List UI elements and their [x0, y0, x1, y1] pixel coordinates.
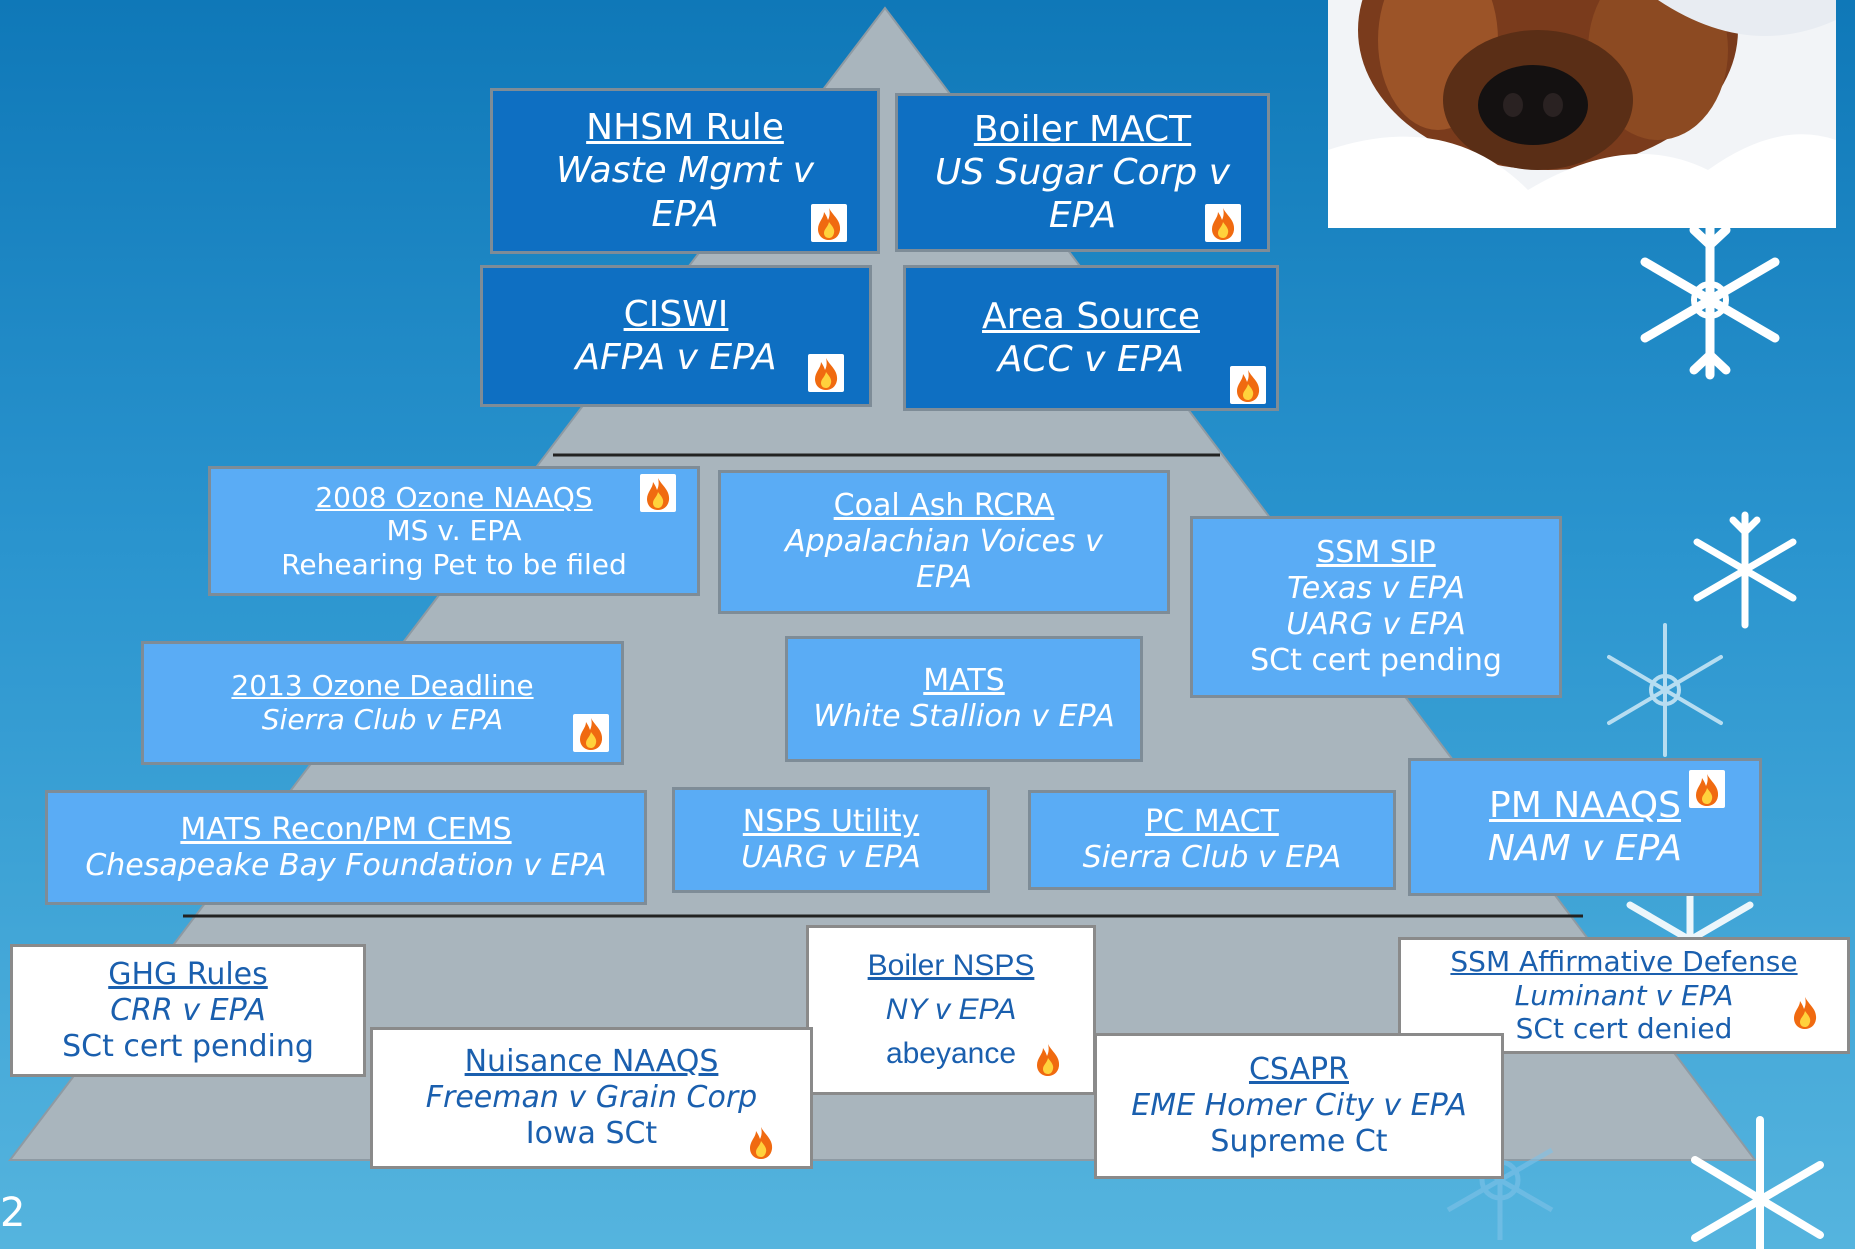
flame-icon [1030, 1040, 1066, 1078]
box-ghg-rules: GHG Rules CRR v EPA SCt cert pending [10, 944, 366, 1077]
box-csapr: CSAPR EME Homer City v EPA Supreme Ct [1094, 1033, 1504, 1179]
box-case: Sierra Club v EPA [1082, 840, 1342, 875]
box-case: EPA [1048, 195, 1117, 237]
box-title: NSPS Utility [742, 804, 920, 839]
box-status: SCt cert pending [1250, 643, 1502, 678]
slide-number: 2 [0, 1190, 26, 1236]
box-status: Iowa SCt [525, 1116, 658, 1151]
box-title: MATS [923, 663, 1005, 698]
box-case: EPA [915, 560, 973, 595]
box-status: Rehearing Pet to be filed [281, 547, 627, 581]
box-title: CISWI [623, 293, 729, 335]
box-2008-ozone-naaqs: 2008 Ozone NAAQS MS v. EPA Rehearing Pet… [208, 466, 700, 596]
box-2013-ozone-deadline: 2013 Ozone Deadline Sierra Club v EPA [141, 641, 624, 765]
box-case: MS v. EPA [386, 514, 522, 548]
dog-in-snow-photo [1328, 0, 1836, 228]
box-case: ACC v EPA [997, 339, 1185, 380]
flame-icon [1205, 204, 1241, 242]
box-title: Boiler NSPS [867, 949, 1035, 982]
box-status: Supreme Ct [1210, 1124, 1388, 1159]
box-title: MATS Recon/PM CEMS [180, 811, 512, 847]
flame-icon [640, 474, 676, 512]
box-title: 2013 Ozone Deadline [231, 669, 534, 703]
box-case: UARG v EPA [741, 840, 921, 875]
box-title: Boiler MACT [973, 108, 1192, 150]
box-coal-ash-rcra: Coal Ash RCRA Appalachian Voices v EPA [718, 470, 1170, 614]
box-area-source: Area Source ACC v EPA [903, 265, 1279, 411]
snowflake-icon [1693, 511, 1797, 629]
box-status: abeyance [885, 1037, 1017, 1070]
box-title: PM NAAQS [1489, 784, 1681, 826]
box-ssm-sip: SSM SIP Texas v EPA UARG v EPA SCt cert … [1190, 516, 1562, 698]
snowflake-icon [1640, 220, 1780, 380]
box-case: Texas v EPA [1287, 571, 1465, 606]
box-title: SSM SIP [1316, 535, 1436, 570]
box-title: Nuisance NAAQS [464, 1044, 719, 1079]
flame-icon [743, 1123, 779, 1161]
box-title: GHG Rules [108, 956, 268, 992]
box-case: NAM v EPA [1487, 828, 1683, 869]
box-case: Waste Mgmt v [556, 150, 814, 192]
box-case: Sierra Club v EPA [261, 703, 504, 736]
flame-icon [1230, 366, 1266, 404]
box-title: NHSM Rule [586, 107, 784, 149]
box-case: EME Homer City v EPA [1131, 1088, 1467, 1123]
box-title: SSM Affirmative Defense [1450, 945, 1798, 979]
box-title: CSAPR [1248, 1052, 1349, 1087]
box-status: SCt cert denied [1515, 1012, 1733, 1046]
box-nsps-utility: NSPS Utility UARG v EPA [672, 787, 990, 893]
box-mats: MATS White Stallion v EPA [785, 636, 1143, 762]
box-pc-mact: PC MACT Sierra Club v EPA [1028, 790, 1396, 890]
box-case: UARG v EPA [1286, 607, 1466, 642]
box-case: Appalachian Voices v [785, 524, 1103, 559]
flame-icon [573, 714, 609, 752]
box-case: AFPA v EPA [575, 337, 777, 378]
snowflake-icon [1691, 1116, 1824, 1249]
flame-icon [811, 204, 847, 242]
flame-icon [808, 354, 844, 392]
box-title: Coal Ash RCRA [833, 488, 1055, 523]
box-title: PC MACT [1145, 804, 1279, 839]
box-case: US Sugar Corp v [934, 151, 1231, 193]
box-case: Luminant v EPA [1514, 978, 1734, 1012]
flame-icon [1787, 993, 1823, 1031]
box-case: EPA [651, 193, 719, 235]
box-boiler-mact: Boiler MACT US Sugar Corp v EPA [895, 93, 1270, 252]
box-ciswi: CISWI AFPA v EPA [480, 265, 872, 407]
box-title: 2008 Ozone NAAQS [315, 480, 593, 514]
box-case: White Stallion v EPA [813, 699, 1115, 734]
box-status: SCt cert pending [62, 1028, 314, 1064]
box-nuisance-naaqs: Nuisance NAAQS Freeman v Grain Corp Iowa… [370, 1027, 813, 1169]
box-case: NY v EPA [885, 993, 1017, 1026]
box-mats-recon-pm-cems: MATS Recon/PM CEMS Chesapeake Bay Founda… [45, 790, 647, 905]
box-case: Chesapeake Bay Foundation v EPA [85, 847, 607, 883]
snowflake-icon [1607, 623, 1723, 757]
box-title: Area Source [982, 295, 1200, 337]
box-case: Freeman v Grain Corp [425, 1080, 758, 1115]
box-case: CRR v EPA [110, 992, 266, 1028]
flame-icon [1689, 770, 1725, 808]
